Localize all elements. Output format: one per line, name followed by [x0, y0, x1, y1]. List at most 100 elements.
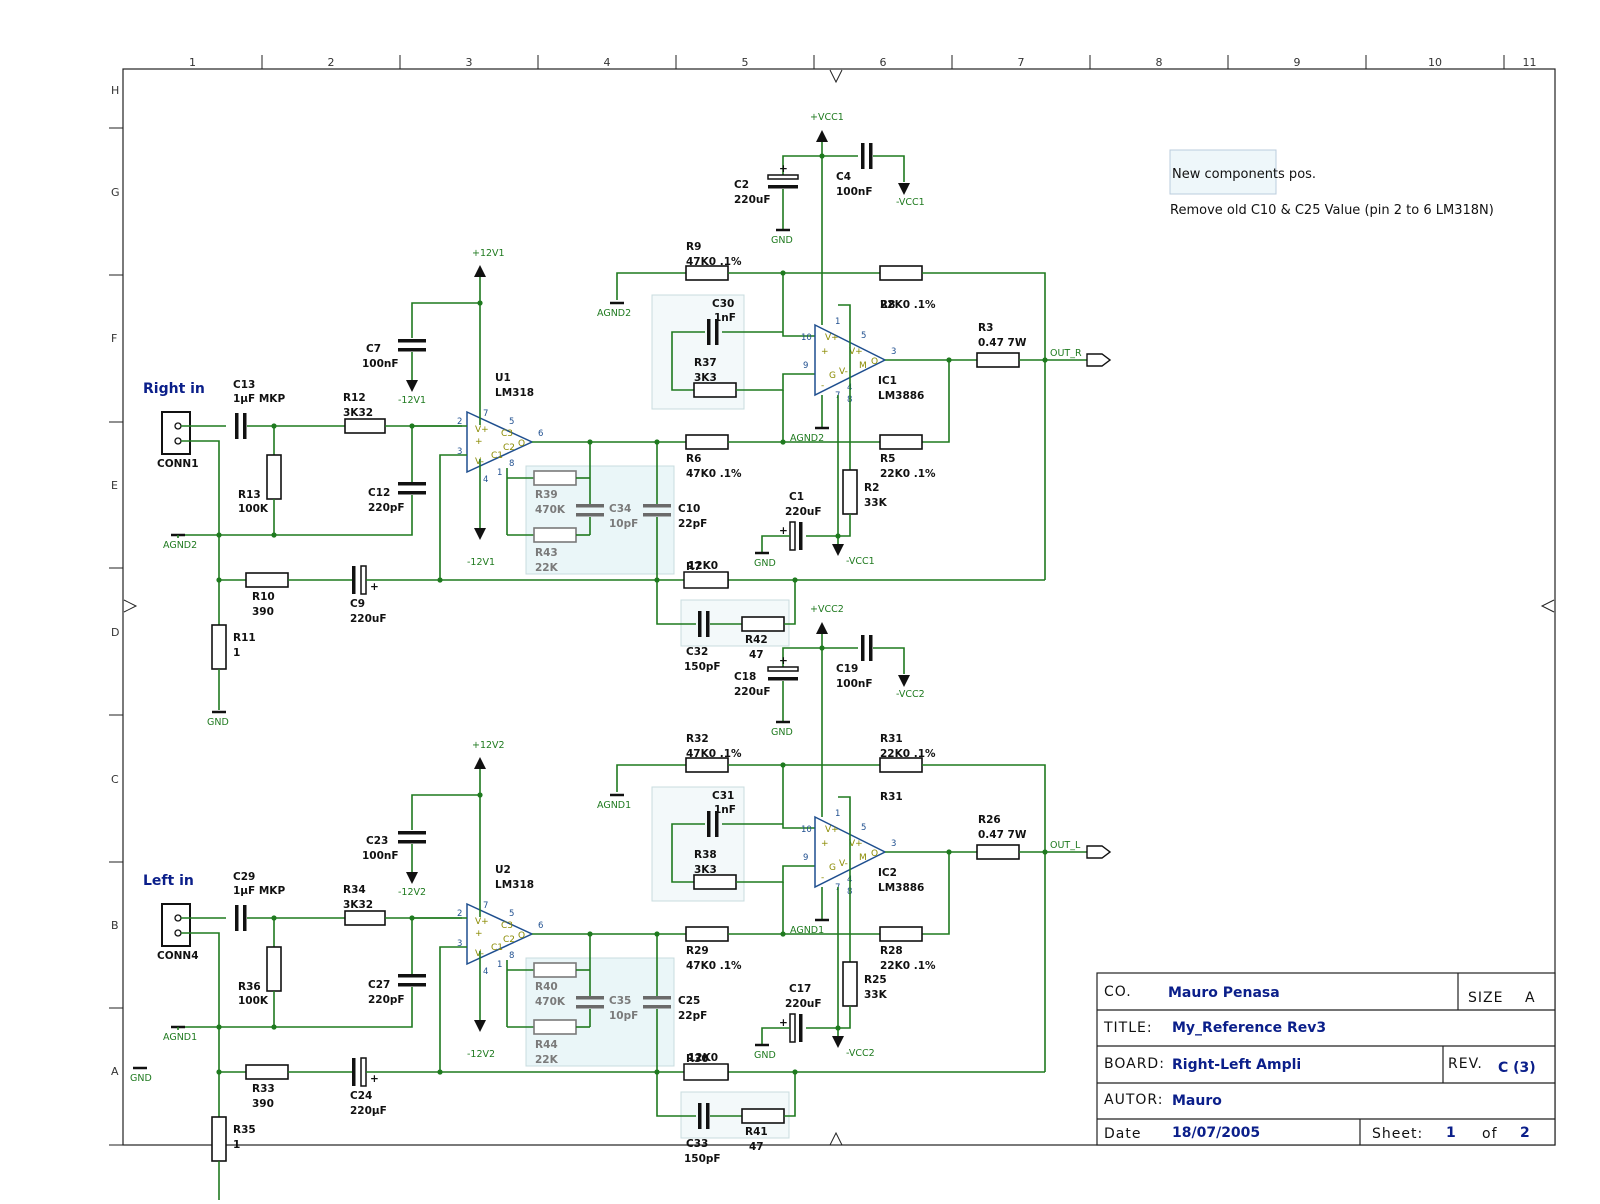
electrolytic-plate [799, 522, 803, 550]
electrolytic-plate [799, 1014, 803, 1042]
polarity-mark: + [779, 655, 788, 667]
resistor-value: 47K0 .1% [686, 960, 742, 972]
resistor-symbol [266, 946, 282, 992]
resistor-ref: R7 [686, 561, 701, 573]
resistor-ref: R10 [252, 591, 275, 603]
capacitor-plate [243, 413, 247, 439]
resistor-symbol [879, 265, 923, 281]
op-amp-symbol [466, 902, 534, 966]
wire [782, 273, 815, 337]
capacitor-ref: C17 [789, 983, 811, 995]
resistor-value: 22K [535, 562, 559, 574]
resistor-value: 1 [233, 647, 240, 659]
pin-number: 3 [891, 839, 896, 849]
wire [616, 272, 686, 300]
wire [784, 1072, 796, 1117]
of-label: of [1482, 1126, 1498, 1142]
supply-net-label: -VCC2 [846, 1048, 875, 1059]
capacitor-ref: C33 [686, 1138, 708, 1150]
wire [922, 272, 1046, 580]
of-value: 2 [1520, 1125, 1530, 1141]
power-amp-pin-name: V+ [849, 839, 863, 849]
supply-arrow-up [474, 757, 486, 769]
supply-arrow-down [406, 380, 418, 392]
supply-arrow-down [832, 544, 844, 556]
opamp-value: LM318 [495, 879, 534, 891]
electrolytic-plate [352, 566, 356, 594]
resistor-value: 22K0 .1% [880, 468, 936, 480]
resistor-value: 47K0 .1% [686, 748, 742, 760]
power-amp-plus-sign: + [821, 347, 829, 357]
resistor-symbol [344, 910, 386, 926]
pin-number: 3 [457, 447, 462, 457]
resistor-symbol [879, 926, 923, 942]
electrolytic-plate [789, 1013, 796, 1043]
column-label: 5 [742, 56, 749, 69]
output-net-label: OUT_R [1050, 348, 1082, 359]
output-net-label: OUT_L [1050, 840, 1081, 851]
connector-ref: CONN4 [157, 950, 199, 962]
ground-net-label: GND [754, 558, 776, 569]
connector-pin [174, 929, 182, 937]
resistor-value: 12K0 [688, 1052, 718, 1064]
resistor-symbol [533, 527, 577, 543]
capacitor-ref: C19 [836, 663, 858, 675]
capacitor-value: 10pF [609, 1010, 638, 1022]
resistor-symbol [685, 926, 729, 942]
op-amp-pin-name: C2 [503, 935, 515, 945]
power-amp-pin-name: M [859, 361, 867, 371]
capacitor-value: 1nF [714, 804, 736, 816]
resistor-ref: R12 [343, 392, 366, 404]
op-amp-pin-name: C3 [501, 921, 513, 931]
ground-net-label: GND [754, 1050, 776, 1061]
capacitor-plate [235, 413, 239, 439]
capacitor-plate [398, 840, 426, 844]
junction-dot [271, 532, 277, 538]
capacitor-plate [869, 143, 873, 169]
autor-label: AUTOR: [1104, 1092, 1163, 1108]
resistor-ref: R9 [686, 241, 701, 253]
title-value: My_Reference Rev3 [1172, 1020, 1326, 1036]
electrolytic-plate [360, 565, 367, 595]
capacitor-plate [576, 504, 604, 508]
capacitor-ref: C34 [609, 503, 631, 515]
resistor-value: 1 [233, 1139, 240, 1151]
opamp-value: LM318 [495, 387, 534, 399]
op-amp-pin-name: C2 [503, 443, 515, 453]
wire [761, 1027, 790, 1045]
column-label: 8 [1156, 56, 1163, 69]
input-label: Left in [143, 873, 194, 889]
row-label: E [111, 479, 118, 492]
wire [782, 647, 822, 668]
resistor-symbol [266, 454, 282, 500]
supply-arrow-up [816, 622, 828, 634]
capacitor-value: 22pF [678, 1010, 707, 1022]
pin-number: 8 [509, 951, 514, 961]
resistor-ref: R6 [686, 453, 701, 465]
wire [782, 765, 815, 829]
resistor-value: 100K [238, 995, 269, 1007]
power-amp-pin-name: V- [839, 859, 848, 869]
resistor-ref: R5 [880, 453, 895, 465]
supply-net-label: +VCC2 [810, 604, 844, 615]
power-amp-pin-name: G [829, 371, 836, 381]
wire [439, 454, 467, 580]
resistor-value: 47 [749, 1141, 764, 1153]
capacitor-plate [398, 339, 426, 343]
capacitor-plate [715, 811, 719, 837]
capacitor-plate [861, 143, 865, 169]
wire [782, 155, 822, 176]
capacitor-value: 220uF [785, 506, 822, 518]
wire [784, 580, 796, 625]
column-label: 4 [604, 56, 611, 69]
supply-net-label: -12V2 [467, 1049, 495, 1060]
op-amp-pin-name: C1 [491, 451, 503, 461]
power-amp-pin-name: O [871, 357, 878, 367]
pin-number: 1 [497, 960, 502, 970]
wire [181, 440, 220, 580]
power-amp-pin-name: M [859, 853, 867, 863]
supply-net-label: -12V2 [398, 887, 426, 898]
capacitor-ref: C30 [712, 298, 734, 310]
capacitor-ref: C12 [368, 487, 390, 499]
